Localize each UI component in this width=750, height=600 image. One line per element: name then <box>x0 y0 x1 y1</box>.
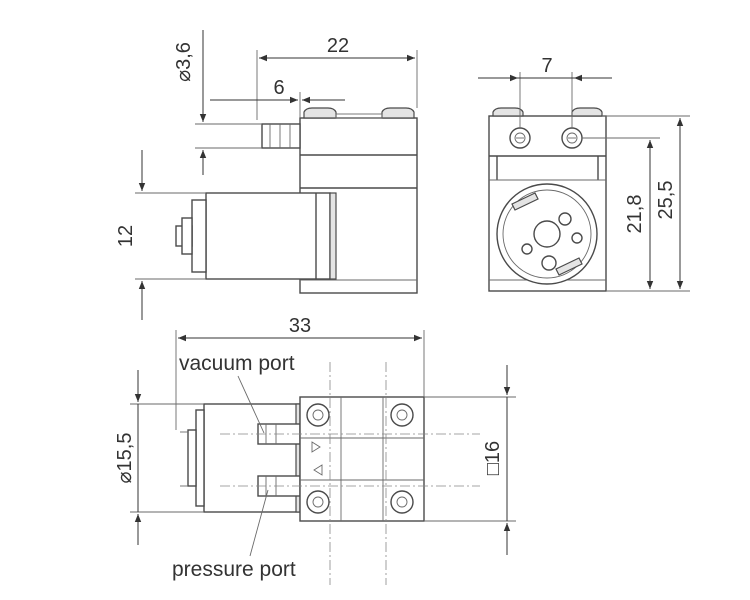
dim-6: 6 <box>273 77 284 99</box>
dim-22: 22 <box>327 35 349 57</box>
front-rotor <box>496 183 598 285</box>
side-view-dims <box>135 30 418 320</box>
side-nozzle <box>261 123 301 149</box>
side-view <box>175 107 418 294</box>
dim-12: 12 <box>115 225 137 247</box>
flow-in-arrow-icon <box>311 441 321 453</box>
dim-25-5: 25,5 <box>655 181 677 220</box>
front-screw-left <box>509 127 531 149</box>
front-screw-right <box>561 127 583 149</box>
dim-21-8: 21,8 <box>624 195 646 234</box>
vacuum-leader <box>237 375 265 434</box>
front-view-dims <box>478 72 690 292</box>
dim-square-16: □16 <box>482 441 504 475</box>
flow-out-arrow-icon <box>313 464 323 476</box>
dim-33: 33 <box>289 315 311 337</box>
dim-7: 7 <box>541 55 552 77</box>
pressure-port-label: pressure port <box>172 558 296 581</box>
top-view <box>180 362 480 585</box>
front-view <box>488 107 607 292</box>
side-motor <box>205 192 331 280</box>
dim-diameter-15-5: ⌀15,5 <box>114 433 136 484</box>
pressure-leader <box>249 489 269 557</box>
top-screws <box>306 403 414 514</box>
top-view-dims <box>130 330 516 557</box>
dim-diameter-3-6: ⌀3,6 <box>173 42 195 82</box>
vacuum-port-label: vacuum port <box>179 352 295 375</box>
